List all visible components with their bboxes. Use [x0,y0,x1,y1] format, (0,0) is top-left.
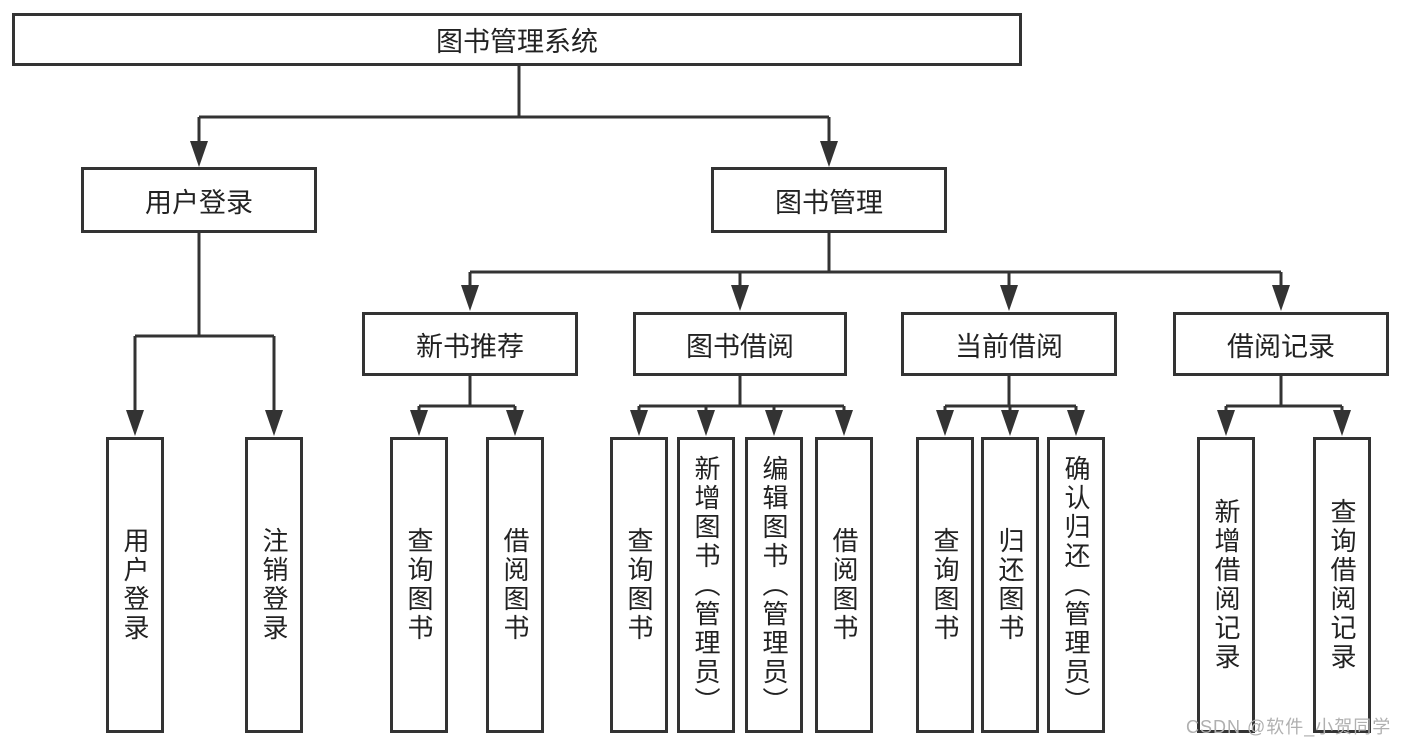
arrowhead [835,410,853,436]
connector-borrowing-records-children [1224,376,1344,418]
arrowhead [190,141,208,167]
arrowhead [126,410,144,436]
arrowhead [1000,285,1018,311]
leaf-logout: 注销登录 [245,437,303,733]
arrowhead [936,410,954,436]
connector-root-to-level2 [197,66,831,150]
leaf-return-books: 归还图书 [981,437,1039,733]
leaf-query-books-current: 查询图书 [916,437,974,733]
connector-book-borrowing-children [637,376,846,418]
leaf-query-books-recommend: 查询图书 [390,437,448,733]
arrowhead [265,410,283,436]
leaf-add-borrow-record: 新增借阅记录 [1197,437,1255,733]
arrowhead [1001,410,1019,436]
leaf-query-books-borrowing: 查询图书 [610,437,668,733]
arrowhead [1272,285,1290,311]
arrowhead [1333,410,1351,436]
connector-user-login-children [133,233,276,418]
arrowhead [731,285,749,311]
node-current-borrowing: 当前借阅 [901,312,1117,376]
leaf-confirm-return-admin: 确认归还（管理员） [1047,437,1105,733]
leaf-edit-books-admin: 编辑图书（管理员） [745,437,803,733]
leaf-query-borrow-record: 查询借阅记录 [1313,437,1371,733]
node-new-book-recommendation: 新书推荐 [362,312,578,376]
arrowhead [461,285,479,311]
arrowhead [1067,410,1085,436]
leaf-borrow-books-borrowing: 借阅图书 [815,437,873,733]
leaf-add-books-admin: 新增图书（管理员） [677,437,735,733]
node-book-borrowing: 图书借阅 [633,312,847,376]
arrowhead [765,410,783,436]
arrowhead [820,141,838,167]
leaf-borrow-books-recommend: 借阅图书 [486,437,544,733]
arrowhead [630,410,648,436]
root-node: 图书管理系统 [12,13,1022,66]
connector-book-management-children [468,233,1283,295]
node-book-management: 图书管理 [711,167,947,233]
csdn-watermark: CSDN @软件_小贺同学 [1186,717,1392,737]
arrowhead [410,410,428,436]
leaf-user-login: 用户登录 [106,437,164,733]
node-user-login: 用户登录 [81,167,317,233]
arrowhead [697,410,715,436]
arrowhead [1217,410,1235,436]
connector-new-book-children [417,376,517,418]
node-borrowing-records: 借阅记录 [1173,312,1389,376]
arrowhead [506,410,524,436]
